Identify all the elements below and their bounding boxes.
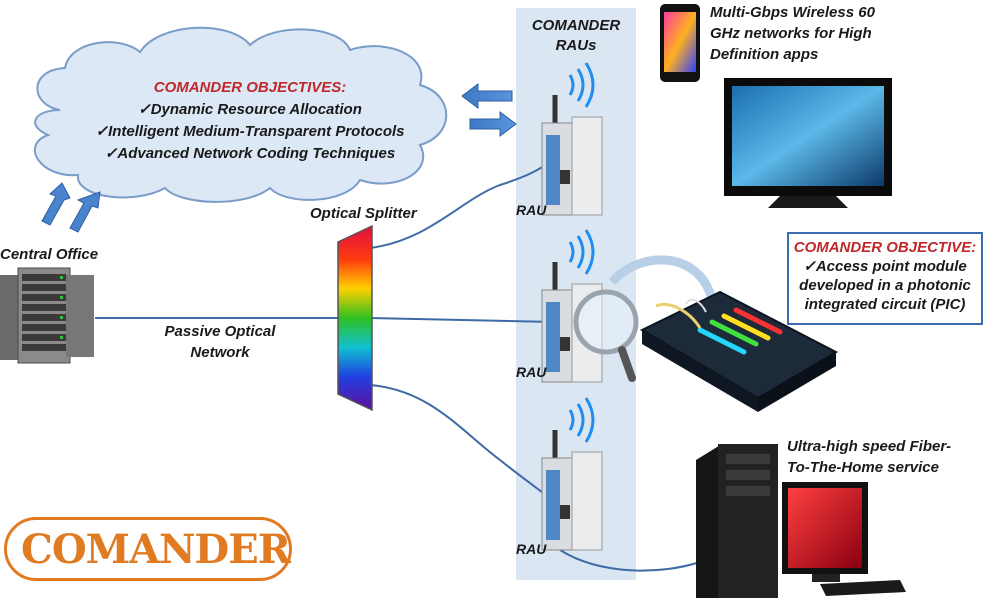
cloud-objectives-text: COMANDER OBJECTIVES: ✓Dynamic Resource A… <box>70 77 430 165</box>
rau-device-1-icon <box>541 62 603 216</box>
cloud-item-2: ✓Intelligent Medium-Transparent Protocol… <box>95 123 405 140</box>
rau-panel-title-line1: COMANDER <box>531 17 621 34</box>
comander-logo-text: COMANDER <box>21 526 291 573</box>
desktop-computer-icon <box>696 444 906 598</box>
fiber-lines <box>95 159 701 572</box>
rau-device-3-icon <box>541 397 603 551</box>
zoom-arrow-icon <box>608 255 717 302</box>
cloud-item-1: ✓Dynamic Resource Allocation <box>138 101 362 118</box>
comander-logo: COMANDER <box>4 517 292 581</box>
rau-label-2: RAU <box>516 364 547 380</box>
rau-label-1: RAU <box>516 202 547 218</box>
television-icon <box>724 78 892 208</box>
optical-splitter-label: Optical Splitter <box>310 205 417 222</box>
rau-panel-title-line2: RAUs <box>555 37 597 54</box>
wireless-label: Multi-Gbps Wireless 60 GHz networks for … <box>710 2 875 65</box>
pic-objective-line1: ✓Access point module <box>803 258 967 275</box>
wireless-label-line3: Definition apps <box>710 46 819 63</box>
central-office-label: Central Office <box>0 246 99 263</box>
cloud-item-3: ✓Advanced Network Coding Techniques <box>104 145 396 162</box>
pic-objective-box: COMANDER OBJECTIVE: ✓Access point module… <box>787 232 983 325</box>
wireless-label-line1: Multi-Gbps Wireless 60 <box>710 4 875 21</box>
ftth-label-line2: To-The-Home service <box>787 459 939 476</box>
cloud-title: COMANDER OBJECTIVES: <box>153 79 347 96</box>
pon-label-line2: Network <box>190 344 250 361</box>
smartphone-icon <box>660 4 700 82</box>
pon-label-line1: Passive Optical <box>164 323 276 340</box>
objectives-cloud <box>34 26 448 203</box>
wireless-label-line2: GHz networks for High <box>710 25 872 42</box>
cloud-office-arrows <box>41 182 101 233</box>
optical-splitter-icon <box>337 224 373 412</box>
pic-objective-title: COMANDER OBJECTIVE: <box>793 239 977 256</box>
ftth-label: Ultra-high speed Fiber- To-The-Home serv… <box>787 436 951 478</box>
pon-label: Passive Optical Network <box>160 321 280 363</box>
cloud-rau-arrows <box>461 83 517 137</box>
pic-objective-line2: developed in a photonic <box>799 277 971 294</box>
rau-panel-title: COMANDER RAUs <box>518 16 634 56</box>
rau-label-3: RAU <box>516 541 547 557</box>
magnifier-icon <box>573 289 639 382</box>
photonic-chip-icon <box>639 290 839 412</box>
ftth-label-line1: Ultra-high speed Fiber- <box>787 438 952 455</box>
server-rack-icon <box>0 267 94 364</box>
pic-objective-line3: integrated circuit (PIC) <box>804 296 966 313</box>
